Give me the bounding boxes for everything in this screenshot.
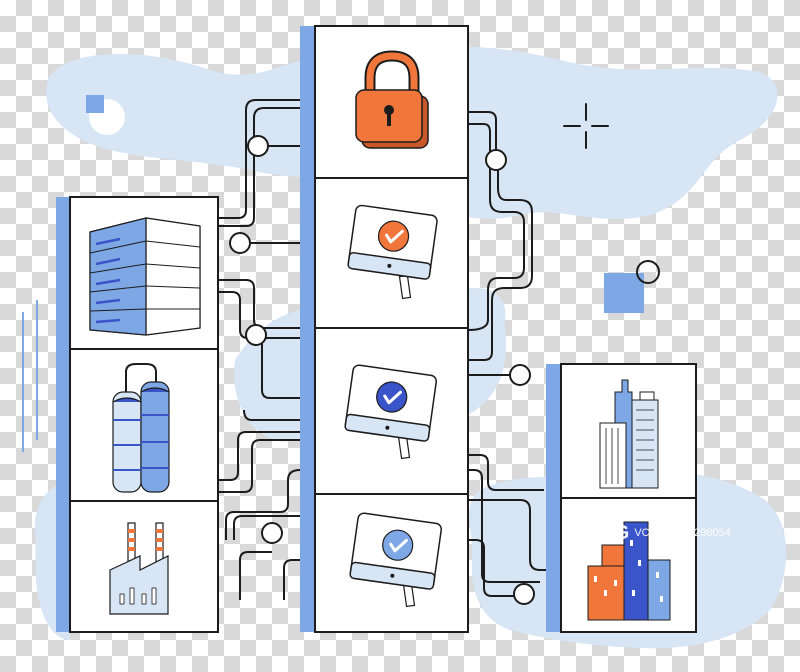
connector-nodes — [229, 135, 535, 605]
crosshair-icon — [563, 103, 609, 149]
connector-node — [485, 149, 507, 171]
server-rack-icon — [89, 217, 201, 336]
office-buildings-icon — [599, 379, 659, 489]
center-panel-column — [300, 25, 469, 633]
connector-node — [247, 135, 269, 157]
connector-node — [245, 324, 267, 346]
connector-node — [229, 232, 251, 254]
connector-node — [261, 522, 283, 544]
connector-node — [513, 583, 535, 605]
decoration-vertical-lines — [22, 300, 38, 452]
industrial-tanks-icon — [112, 363, 170, 493]
decoration-blue-square — [604, 260, 660, 313]
right-panel-column — [546, 363, 697, 633]
checkmark-sign-blue-icon — [344, 364, 438, 460]
padlock-icon — [355, 50, 429, 149]
checkmark-sign-light-icon — [349, 512, 443, 608]
decoration-square-circle — [86, 95, 125, 135]
city-skyline-icon — [587, 521, 671, 621]
factory-icon — [109, 522, 169, 615]
connector-node — [509, 364, 531, 386]
left-panel-column — [56, 196, 219, 633]
checkmark-sign-orange-icon — [347, 204, 438, 300]
